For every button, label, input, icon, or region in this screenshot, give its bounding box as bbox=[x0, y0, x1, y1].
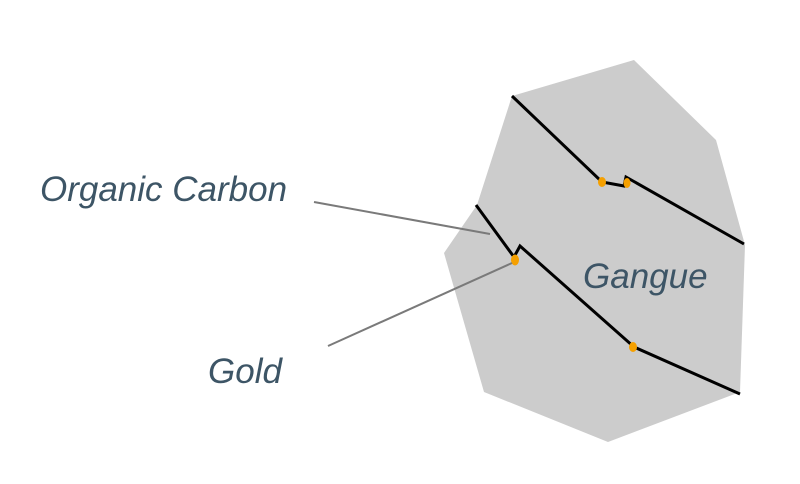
gold-particle bbox=[598, 177, 606, 187]
lower-carbon-vein bbox=[474, 204, 741, 396]
gangue-label: Gangue bbox=[583, 257, 708, 296]
gold-particle bbox=[511, 254, 519, 266]
organic-carbon-leader-line bbox=[313, 201, 491, 235]
upper-carbon-vein bbox=[510, 94, 745, 246]
gold-particle bbox=[623, 178, 631, 188]
gangue-rock-shape bbox=[444, 60, 745, 442]
gold-particle bbox=[629, 342, 637, 352]
gold-leader-line bbox=[327, 262, 513, 347]
gold-label: Gold bbox=[208, 352, 282, 391]
organic-carbon-label: Organic Carbon bbox=[40, 170, 288, 209]
